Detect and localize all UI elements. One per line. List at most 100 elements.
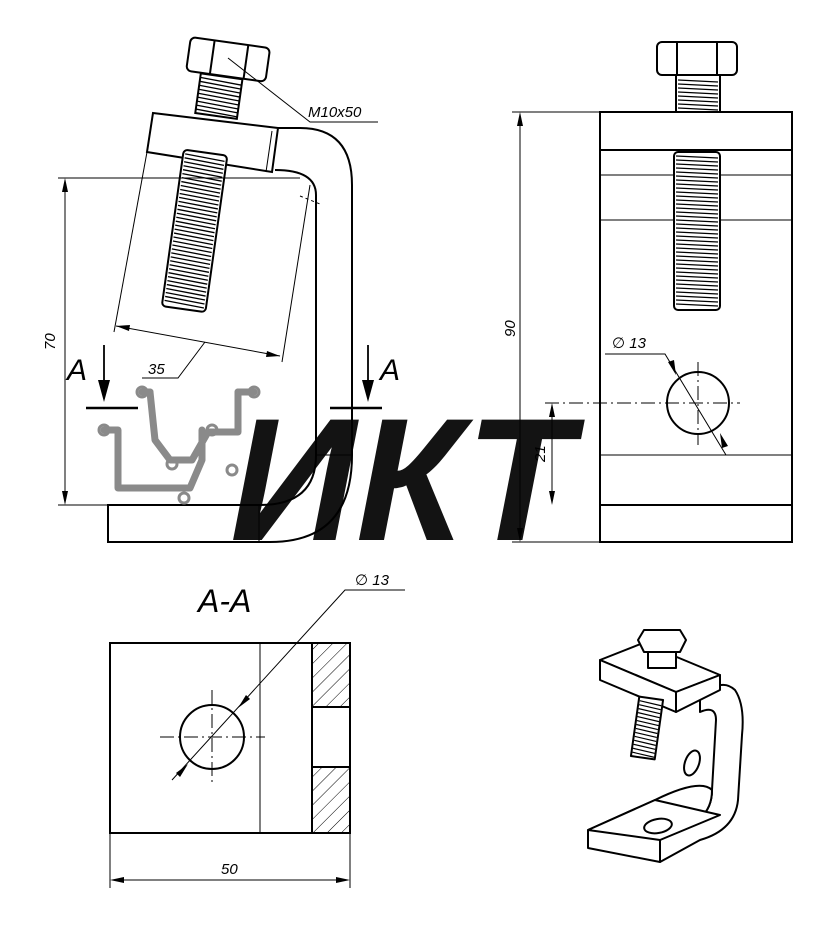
thread-line bbox=[173, 236, 213, 246]
thread-line bbox=[165, 295, 205, 305]
arrow-21-top bbox=[549, 403, 555, 417]
thread-line bbox=[634, 735, 657, 742]
thread-line bbox=[675, 235, 719, 239]
hole-side-label: ∅ 13 bbox=[612, 335, 647, 352]
section-view bbox=[109, 642, 351, 834]
iso-bolt-threads bbox=[632, 700, 662, 758]
arrow-35-right bbox=[266, 351, 280, 357]
thread-line bbox=[639, 700, 662, 707]
thread-line bbox=[172, 240, 213, 250]
thread-line bbox=[195, 108, 238, 118]
arrow-21-bottom bbox=[549, 491, 555, 505]
thread-line bbox=[677, 107, 719, 111]
thread-line bbox=[637, 712, 660, 719]
front-dimensions bbox=[58, 57, 382, 506]
section-arrow-left-head bbox=[98, 380, 110, 402]
thread-line bbox=[675, 299, 719, 303]
thread-line bbox=[636, 723, 659, 731]
thread-lines-side bbox=[675, 79, 719, 307]
thread-line bbox=[675, 275, 719, 279]
thread-line bbox=[675, 175, 719, 179]
thread-line bbox=[168, 272, 208, 281]
iso-vertical-wall bbox=[649, 683, 744, 863]
thread-line bbox=[675, 159, 719, 163]
thread-lines-front-lower bbox=[164, 153, 225, 309]
iso-top-plate-side bbox=[675, 674, 721, 713]
thread-line bbox=[675, 263, 719, 267]
thread-line bbox=[172, 244, 212, 254]
dim-21-label: 21 bbox=[532, 445, 549, 463]
thread-line bbox=[675, 279, 719, 283]
thread-line bbox=[633, 743, 656, 750]
thread-line bbox=[176, 216, 216, 226]
thread-line bbox=[178, 196, 219, 206]
leader-35 bbox=[142, 341, 206, 379]
arrow-35-left bbox=[116, 325, 130, 331]
leader-hole-section bbox=[171, 589, 405, 781]
thread-line bbox=[178, 200, 218, 210]
thread-line bbox=[677, 103, 719, 107]
thread-line bbox=[632, 751, 655, 758]
thread-line bbox=[175, 220, 216, 230]
arrow-90-bottom bbox=[517, 528, 523, 542]
arrow-hole-section-top bbox=[238, 695, 250, 708]
thread-line bbox=[675, 187, 719, 191]
thread-line bbox=[198, 88, 241, 98]
thread-line bbox=[164, 299, 205, 309]
thread-line bbox=[173, 232, 214, 242]
arrow-hole-side-top bbox=[668, 360, 676, 375]
iso-hole-wall bbox=[683, 749, 701, 777]
thread-line bbox=[675, 199, 719, 203]
front-view bbox=[107, 36, 353, 543]
side-view bbox=[599, 41, 793, 543]
dim-90-label: 90 bbox=[502, 320, 519, 337]
thread-line bbox=[637, 715, 660, 723]
thread-line bbox=[182, 169, 223, 178]
thread-line bbox=[675, 267, 719, 271]
thread-line bbox=[197, 92, 240, 102]
thread-line bbox=[675, 211, 719, 215]
thread-line bbox=[197, 96, 239, 106]
iso-bolt-neck bbox=[647, 651, 677, 669]
thread-line bbox=[675, 163, 719, 167]
thread-line bbox=[675, 255, 719, 259]
arrow-70-top bbox=[62, 178, 68, 192]
thread-line bbox=[196, 100, 239, 110]
iso-bolt-head bbox=[637, 629, 687, 653]
thread-line bbox=[170, 256, 211, 266]
section-hatch-top bbox=[311, 642, 351, 708]
thread-line bbox=[677, 87, 719, 91]
thread-line bbox=[177, 204, 218, 214]
thread-line bbox=[635, 727, 658, 735]
thread-line bbox=[677, 83, 719, 87]
body-outer-contour bbox=[107, 127, 353, 543]
thread-line bbox=[168, 268, 209, 277]
thread-line bbox=[632, 747, 655, 754]
thread-line bbox=[177, 208, 217, 218]
thread-line bbox=[171, 248, 212, 258]
thread-line bbox=[167, 276, 208, 285]
thread-line bbox=[180, 184, 221, 194]
thread-line bbox=[677, 91, 719, 95]
thread-line bbox=[166, 283, 207, 293]
thread-line bbox=[677, 95, 719, 99]
thread-line bbox=[183, 161, 224, 170]
thread-line bbox=[675, 167, 719, 171]
dim-50-label: 50 bbox=[221, 861, 238, 878]
bolt-head-front bbox=[185, 36, 271, 83]
dim-35-label: 35 bbox=[148, 361, 165, 378]
thread-line bbox=[635, 731, 657, 739]
thread-line bbox=[675, 171, 719, 175]
arrow-70-bottom bbox=[62, 491, 68, 505]
thread-line bbox=[185, 153, 225, 163]
arrow-50-left bbox=[110, 877, 124, 883]
thread-line bbox=[199, 84, 241, 94]
arrow-50-right bbox=[336, 877, 350, 883]
section-title: A-A bbox=[196, 583, 251, 619]
thread-line bbox=[182, 173, 222, 182]
section-letter-left: A bbox=[65, 354, 87, 387]
thread-line bbox=[675, 215, 719, 219]
thread-line bbox=[179, 192, 220, 202]
plate-tangent-line bbox=[265, 130, 273, 173]
